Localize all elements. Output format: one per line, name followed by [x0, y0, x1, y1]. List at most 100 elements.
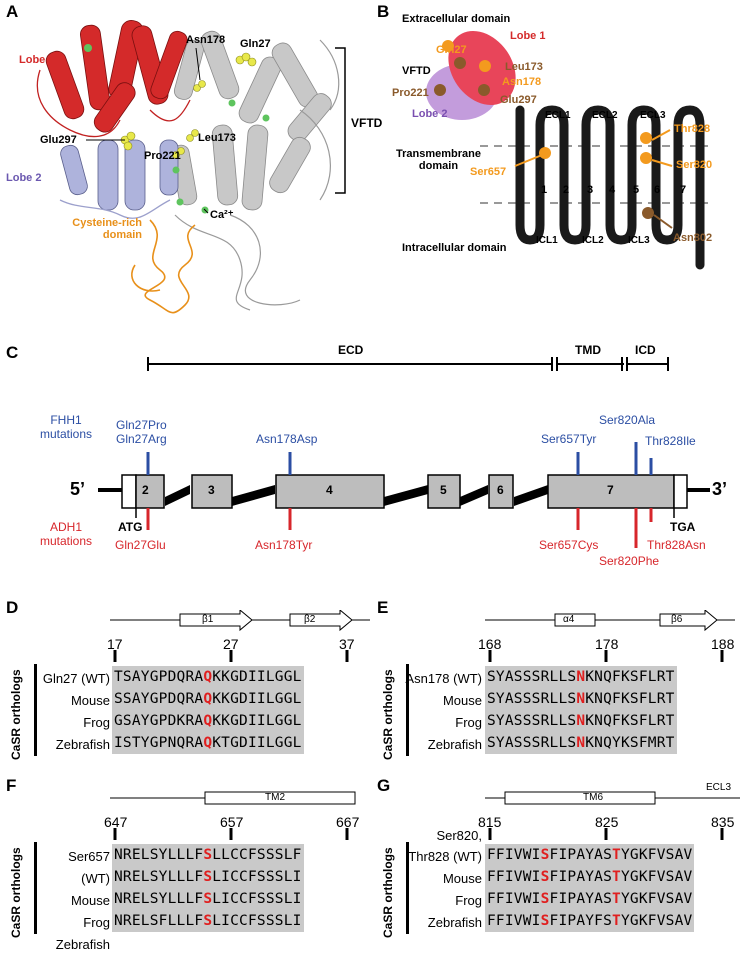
sequence-segment: KNQFKSFLRT: [585, 691, 675, 707]
highlight-residue: S: [203, 847, 213, 863]
vftd-grey-helices: [170, 30, 332, 211]
b-pro221-label: Pro221: [392, 87, 429, 99]
sequence-segment: FIPAYFS: [549, 913, 613, 929]
sequence-segment: KNQFKSFLRT: [585, 669, 675, 685]
ecl3-label: ECL3: [640, 110, 666, 121]
d-tick-27: 27: [223, 636, 239, 652]
residue-spheres: [120, 52, 257, 159]
sequence-segment: KNQYKSFMRT: [585, 735, 675, 751]
sequence-segment: NRELSFLLLF: [114, 913, 204, 929]
exon-7-label: 7: [607, 483, 614, 497]
lobe2-label: Lobe 2: [6, 172, 42, 184]
highlight-residue: N: [576, 669, 586, 685]
sequence-segment: YGKFVSAV: [620, 913, 693, 929]
sequence-segment: YGKFVSAV: [620, 847, 693, 863]
highlight-residue: Q: [203, 691, 213, 707]
highlight-residue: S: [540, 913, 550, 929]
atg-label: ATG: [118, 520, 143, 534]
sequence-segment: FFIVWI: [487, 869, 541, 885]
fhh1-ser657-label: Ser657Tyr: [541, 432, 597, 446]
fhh1-thr828-label: Thr828Ile: [645, 434, 696, 448]
lobe1-label: Lobe 1: [19, 54, 55, 66]
e-bracket: [406, 664, 409, 756]
sequence-segment: GSAYGPDKRA: [114, 713, 204, 729]
vftd-bracket: [335, 47, 346, 194]
sequence-segment: FFIVWI: [487, 891, 541, 907]
highlight-residue: S: [203, 869, 213, 885]
fhh1-ser820-label: Ser820Ala: [599, 413, 656, 427]
exon-6-label: 6: [497, 483, 504, 497]
gln27-label: Gln27: [240, 38, 271, 50]
panel-label-g: G: [377, 776, 391, 795]
g-tm6-label: TM6: [583, 792, 603, 803]
vftd-label: VFTD: [351, 116, 383, 130]
f-ylabel: CaSR orthologs: [9, 847, 23, 938]
d-ylabel: CaSR orthologs: [9, 669, 23, 760]
e-alpha4-label: α4: [563, 614, 575, 625]
highlight-residue: Q: [203, 735, 213, 751]
highlight-residue: N: [576, 713, 586, 729]
b-asn802-label: Asn802: [673, 232, 713, 244]
e-tick-178: 178: [595, 636, 619, 652]
adh1-ser657-label: Ser657Cys: [539, 538, 599, 552]
d-bracket: [34, 664, 37, 756]
g-bracket: [406, 842, 409, 934]
panel-d-struct: [110, 610, 370, 662]
sequence-segment: SSAYGPDQRA: [114, 691, 204, 707]
leu173-label: Leu173: [198, 132, 236, 144]
sequence-segment: NRELSYLLLF: [114, 891, 204, 907]
intracellular-label: Intracellular domain: [402, 242, 507, 254]
alignment-row: NRELSYLLLFSLICCFSSSLI: [112, 866, 304, 888]
pro221-label: Pro221: [144, 150, 181, 162]
e-ylabel: CaSR orthologs: [381, 669, 395, 760]
asn178-label: Asn178: [186, 34, 226, 46]
b-glu297-label: Glu297: [500, 94, 537, 106]
exon-5-label: 5: [440, 483, 447, 497]
panel-f-struct: [110, 791, 356, 840]
b-lobe2-label: Lobe 2: [412, 108, 448, 120]
highlight-residue: S: [203, 891, 213, 907]
tmd-label: TMD: [575, 343, 601, 357]
e-tick-188: 188: [711, 636, 735, 652]
alignment-row: FFIVWISFIPAYFSTYGKFVSAV: [485, 910, 695, 932]
f-tick-667: 667: [336, 814, 360, 830]
g-tick-815: 815: [478, 814, 502, 830]
sequence-segment: LICCFSSSLI: [212, 891, 302, 907]
d-beta1-label: β1: [202, 614, 214, 625]
tm2-label: 2: [563, 184, 570, 196]
b-ser820-label: Ser820: [676, 159, 713, 171]
alignment-row: SYASSSRLLSNKNQYKSFMRT: [485, 732, 677, 754]
sequence-segment: FIPAYAS: [549, 891, 613, 907]
alignment-row: TSAYGPDQRAQKKGDIILGGL: [112, 666, 304, 688]
e-tick-168: 168: [478, 636, 502, 652]
sequence-segment: FIPAYAS: [549, 847, 613, 863]
icl3-label: ICL3: [628, 235, 650, 246]
highlight-residue: S: [540, 869, 550, 885]
tm1-label: 1: [541, 184, 548, 196]
b-gln27-label: Gln27: [436, 44, 467, 56]
panel-b-topology: [426, 30, 708, 270]
panel-label-f: F: [6, 776, 17, 795]
sequence-segment: TSAYGPDQRA: [114, 669, 204, 685]
five-prime-label: 5’: [70, 479, 86, 499]
alignment-row: SYASSSRLLSNKNQFKSFLRT: [485, 666, 677, 688]
adh1-gln27-label: Gln27Glu: [115, 538, 166, 552]
lobe1-helices: [45, 20, 188, 133]
alignment-row: GSAYGPDKRAQKKGDIILGGL: [112, 710, 304, 732]
panel-label-e: E: [377, 598, 389, 617]
sequence-segment: SYASSSRLLS: [487, 669, 577, 685]
panel-label-c: C: [6, 343, 19, 362]
d-tick-37: 37: [339, 636, 355, 652]
adh1-thr828-label: Thr828Asn: [647, 538, 706, 552]
cysteine-rich-domain: [131, 219, 196, 314]
sequence-segment: YGKFVSAV: [620, 891, 693, 907]
alignment-row: SYASSSRLLSNKNQFKSFLRT: [485, 710, 677, 732]
grey-loops: [174, 39, 340, 311]
sequence-segment: SYASSSRLLS: [487, 735, 577, 751]
glu297-label: Glu297: [40, 134, 77, 146]
